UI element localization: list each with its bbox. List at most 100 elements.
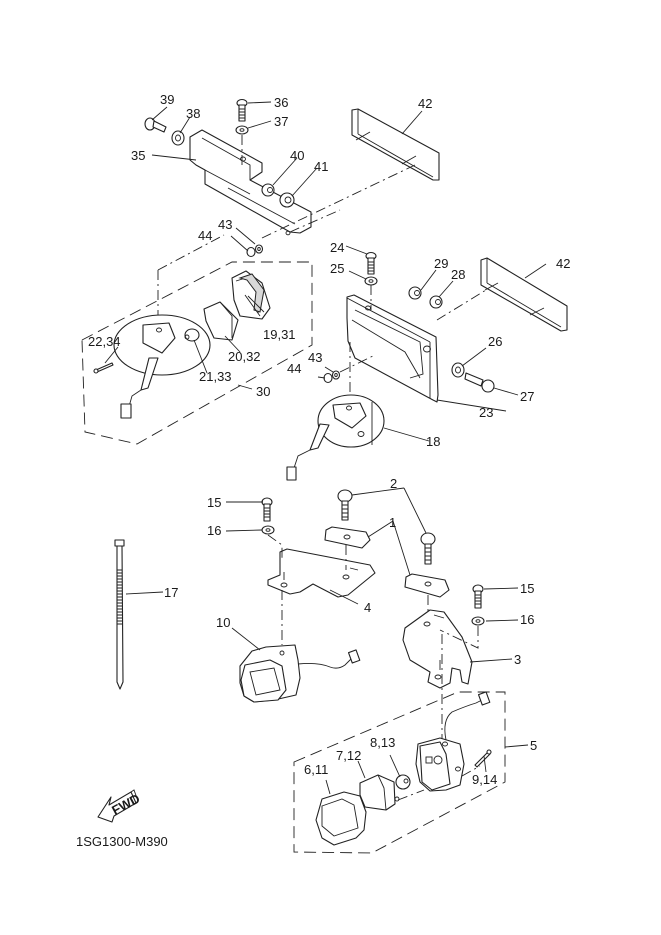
reflector-42-right <box>480 257 568 332</box>
bulb-21-33 <box>184 328 200 342</box>
lamp-housing-30 <box>113 314 211 419</box>
bulb-8-13 <box>395 774 411 790</box>
screw-22-34 <box>93 362 114 374</box>
washer-25 <box>364 276 378 286</box>
washer-43-mid <box>331 370 341 380</box>
label-16-left: 16 <box>207 523 221 538</box>
assembly-box-30 <box>81 261 313 445</box>
label-6-11: 6,11 <box>304 762 328 777</box>
bracket-35 <box>189 129 312 236</box>
label-44-mid: 44 <box>287 361 301 376</box>
label-40: 40 <box>290 148 304 163</box>
cable-tie-17 <box>114 539 125 690</box>
label-1: 1 <box>389 515 396 530</box>
label-16-right: 16 <box>520 612 534 627</box>
label-37: 37 <box>274 114 288 129</box>
lens-6-11 <box>315 791 367 846</box>
collar-40 <box>261 183 275 197</box>
assembly-box-5 <box>293 691 506 854</box>
bolt-39 <box>144 117 167 133</box>
washer-16-left <box>261 525 275 535</box>
label-4: 4 <box>364 600 371 615</box>
centerline-bot-1 <box>267 534 283 560</box>
screw-9-14 <box>474 749 492 768</box>
label-22-34: 22,34 <box>88 334 121 349</box>
label-10: 10 <box>216 615 230 630</box>
label-21-33: 21,33 <box>199 369 232 384</box>
label-26: 26 <box>488 334 502 349</box>
label-35: 35 <box>131 148 145 163</box>
bolt-15-left <box>261 497 273 522</box>
label-29: 29 <box>434 256 448 271</box>
socket-20-32 <box>203 301 239 341</box>
bolt-2-right <box>420 532 436 565</box>
signal-housing-5 <box>415 691 491 792</box>
centerline-bot-8 <box>461 765 481 777</box>
centerline-top-4 <box>261 164 416 239</box>
washer-43-top <box>254 244 264 254</box>
label-27: 27 <box>520 389 534 404</box>
label-43-mid: 43 <box>308 350 322 365</box>
fwd-label: FWD <box>109 791 142 818</box>
bolt-24 <box>365 251 377 275</box>
label-39: 39 <box>160 92 174 107</box>
label-44-top: 44 <box>198 228 212 243</box>
label-41: 41 <box>314 159 328 174</box>
label-15-right: 15 <box>520 581 534 596</box>
lamp-10 <box>239 644 361 703</box>
label-17: 17 <box>164 585 178 600</box>
label-30: 30 <box>256 384 270 399</box>
diagram-code: 1SG1300-M390 <box>76 834 168 849</box>
label-25: 25 <box>330 261 344 276</box>
centerline-mid-4 <box>436 289 487 321</box>
lens-19-31 <box>231 270 271 320</box>
grommet-38 <box>171 130 185 146</box>
grommet-26 <box>451 362 465 378</box>
leader-lines <box>104 101 547 795</box>
label-15-left: 15 <box>207 495 221 510</box>
label-43-top: 43 <box>218 217 232 232</box>
label-36: 36 <box>274 95 288 110</box>
bracket-23 <box>346 294 439 403</box>
bolt-2-left <box>337 489 353 521</box>
label-38: 38 <box>186 106 200 121</box>
collar-29 <box>408 286 422 300</box>
centerline-bot-5 <box>439 626 479 649</box>
label-8-13: 8,13 <box>370 735 395 750</box>
label-2: 2 <box>390 476 397 491</box>
bolt-36 <box>236 98 248 122</box>
label-9-14: 9,14 <box>472 772 497 787</box>
socket-7-12 <box>359 774 400 811</box>
bracket-3 <box>402 609 473 689</box>
centerline-bot-7 <box>397 789 425 801</box>
label-24: 24 <box>330 240 344 255</box>
centerline-mid-3 <box>339 354 376 373</box>
label-19-31: 19,31 <box>263 327 296 342</box>
plate-1-right <box>404 573 450 598</box>
fwd-arrow-icon <box>97 789 139 823</box>
lamp-18 <box>286 394 385 481</box>
centerline-top-5 <box>289 209 341 233</box>
nut-28 <box>429 295 443 309</box>
washer-16-right <box>471 616 485 626</box>
label-3: 3 <box>514 652 521 667</box>
washer-37 <box>235 125 249 135</box>
reflector-42-top <box>351 108 440 181</box>
nut-41 <box>279 192 295 208</box>
plate-1-left <box>324 526 371 549</box>
bolt-27 <box>464 372 495 393</box>
bracket-4 <box>267 548 376 598</box>
label-23: 23 <box>479 405 493 420</box>
label-42-top: 42 <box>418 96 432 111</box>
label-42-right: 42 <box>556 256 570 271</box>
centerline-top-2 <box>157 234 225 271</box>
nut-44-mid <box>323 372 333 384</box>
label-20-32: 20,32 <box>228 349 261 364</box>
label-28: 28 <box>451 267 465 282</box>
label-18: 18 <box>426 434 440 449</box>
bolt-15-right <box>472 584 484 609</box>
label-7-12: 7,12 <box>336 748 361 763</box>
label-5: 5 <box>530 738 537 753</box>
nut-44-top <box>246 246 256 258</box>
